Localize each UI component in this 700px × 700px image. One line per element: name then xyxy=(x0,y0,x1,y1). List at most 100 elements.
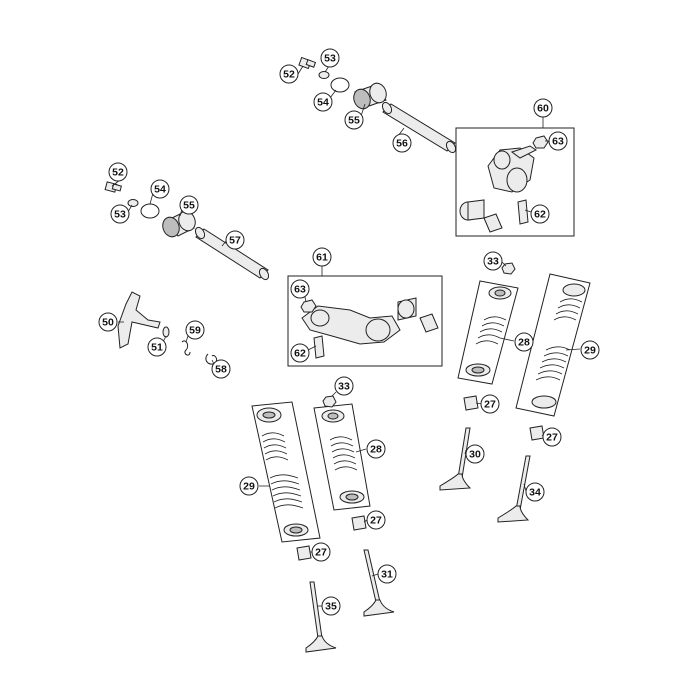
rocker-arm-group-60 xyxy=(455,117,575,237)
callout-62: 62 xyxy=(530,204,550,224)
callout-30: 30 xyxy=(465,444,485,464)
callout-circle xyxy=(179,195,199,215)
spring-clip-part xyxy=(181,340,191,356)
callout-28: 28 xyxy=(514,332,534,352)
callout-number: 62 xyxy=(534,209,546,221)
valve-keeper-part xyxy=(322,395,337,408)
callout-53: 53 xyxy=(110,204,130,224)
callout-circle xyxy=(290,343,310,363)
callout-54: 54 xyxy=(313,92,333,112)
valve-seal-part xyxy=(529,425,545,441)
callout-circle xyxy=(366,510,386,530)
callout-circle xyxy=(108,162,128,182)
callout-56: 56 xyxy=(392,133,412,153)
callout-number: 60 xyxy=(537,103,549,115)
valve-keeper-part xyxy=(501,262,516,275)
callout-number: 56 xyxy=(396,138,408,150)
callout-number: 57 xyxy=(229,235,241,247)
valve-part xyxy=(305,581,337,653)
callout-circle xyxy=(514,332,534,352)
callout-circle xyxy=(580,340,600,360)
top-shaft-assembly xyxy=(298,56,457,154)
washer-part xyxy=(127,199,139,207)
callout-number: 35 xyxy=(325,601,337,613)
valve-part xyxy=(439,427,472,491)
callout-27: 27 xyxy=(311,542,331,562)
bolt-part xyxy=(298,56,317,70)
callout-51: 51 xyxy=(147,337,167,357)
callout-circle xyxy=(344,110,364,130)
callout-number: 33 xyxy=(487,256,499,268)
callout-number: 63 xyxy=(552,136,564,148)
callout-number: 27 xyxy=(484,399,496,411)
callout-circle xyxy=(334,376,354,396)
callout-circle xyxy=(311,542,331,562)
left-shaft-assembly xyxy=(104,181,270,281)
callout-circle xyxy=(320,48,340,68)
callout-53: 53 xyxy=(320,48,340,68)
callout-27: 27 xyxy=(542,427,562,447)
callout-circle xyxy=(98,312,118,332)
valve-part xyxy=(497,455,531,523)
callout-circle xyxy=(392,133,412,153)
callout-labels: 5253545556606362525453555761636250515958… xyxy=(98,48,600,616)
pin-part xyxy=(162,326,170,338)
callout-circle xyxy=(211,359,231,379)
callout-circle xyxy=(290,279,310,299)
rocker-arm-group-61 xyxy=(287,266,443,367)
callout-number: 34 xyxy=(529,487,541,499)
callout-33: 33 xyxy=(483,251,503,271)
callout-52: 52 xyxy=(108,162,128,182)
callout-61: 61 xyxy=(312,247,332,267)
callout-number: 29 xyxy=(243,481,255,493)
callout-28: 28 xyxy=(366,439,386,459)
callout-number: 29 xyxy=(584,345,596,357)
callout-circle xyxy=(525,482,545,502)
callout-circle xyxy=(239,476,259,496)
callout-27: 27 xyxy=(480,394,500,414)
callout-number: 54 xyxy=(154,184,166,196)
callout-number: 50 xyxy=(102,317,114,329)
callout-50: 50 xyxy=(98,312,118,332)
callout-number: 54 xyxy=(317,97,329,109)
callout-circle xyxy=(110,204,130,224)
callout-circle xyxy=(147,337,167,357)
callout-number: 52 xyxy=(112,167,124,179)
right-valves xyxy=(439,395,545,523)
callout-number: 63 xyxy=(294,284,306,296)
callout-58: 58 xyxy=(211,359,231,379)
callout-circle xyxy=(533,98,553,118)
callout-29: 29 xyxy=(580,340,600,360)
callout-31: 31 xyxy=(377,564,397,584)
left-valves xyxy=(296,515,395,653)
callout-33: 33 xyxy=(334,376,354,396)
callout-circle xyxy=(321,596,341,616)
callout-number: 28 xyxy=(518,337,530,349)
callout-number: 51 xyxy=(151,342,163,354)
valve-seal-part xyxy=(351,515,367,531)
callout-number: 55 xyxy=(183,200,195,212)
callout-circle xyxy=(313,92,333,112)
callout-circle xyxy=(366,439,386,459)
valve-seal-part xyxy=(463,395,479,411)
spring-group-28-right xyxy=(457,262,519,385)
callout-34: 34 xyxy=(525,482,545,502)
callout-number: 30 xyxy=(469,449,481,461)
spring-group-29-left xyxy=(251,401,321,543)
callout-62: 62 xyxy=(290,343,310,363)
callout-number: 28 xyxy=(370,444,382,456)
callout-circle xyxy=(185,320,205,340)
callout-circle xyxy=(530,204,550,224)
callout-59: 59 xyxy=(185,320,205,340)
callout-circle xyxy=(548,131,568,151)
callout-number: 58 xyxy=(215,364,227,376)
callout-circle xyxy=(483,251,503,271)
callout-circle xyxy=(377,564,397,584)
callout-number: 62 xyxy=(294,348,306,360)
o-ring-part xyxy=(330,77,350,93)
rocker-shaft-part xyxy=(194,226,270,281)
bolt-part xyxy=(104,181,122,193)
callout-57: 57 xyxy=(225,230,245,250)
spring-group-29-right xyxy=(515,273,591,417)
